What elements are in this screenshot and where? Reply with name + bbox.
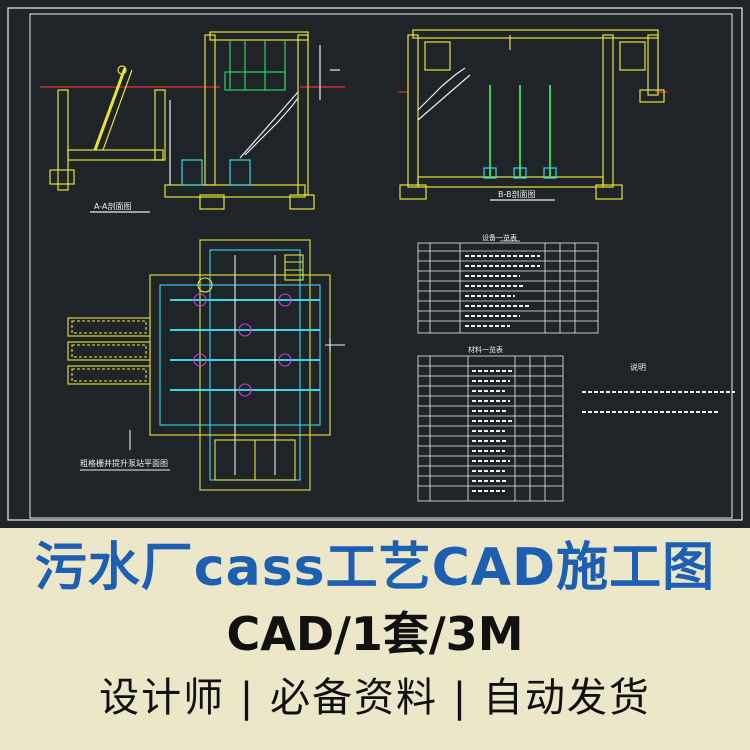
equipment-table (417, 240, 599, 334)
material-table (417, 355, 564, 502)
section-a-a (40, 31, 345, 213)
notes-block (582, 391, 735, 413)
promo-banner (0, 528, 750, 750)
section-b-caption: B-B剖面图 (498, 189, 536, 199)
product-tagline: 设计师 | 必备资料 | 自动发货 (99, 675, 651, 721)
notes-title: 说明 (630, 362, 646, 372)
plan-caption: 粗格栅井提升泵站平面图 (80, 458, 168, 468)
material-table-title: 材料一览表 (468, 345, 503, 354)
product-title: 污水厂cass工艺CAD施工图 (34, 538, 716, 598)
cad-drawing-preview: A-A剖面图 (0, 0, 750, 528)
product-subtitle: CAD/1套/3M (226, 607, 524, 661)
section-a-caption: A-A剖面图 (94, 201, 131, 211)
plan-view (67, 239, 345, 491)
section-b-b (398, 29, 668, 201)
equipment-table-glyphs (465, 255, 540, 327)
equipment-table-title: 设备一览表 (482, 233, 517, 242)
material-table-glyphs (472, 370, 512, 492)
cad-drawing-canvas: A-A剖面图 (7, 7, 743, 521)
